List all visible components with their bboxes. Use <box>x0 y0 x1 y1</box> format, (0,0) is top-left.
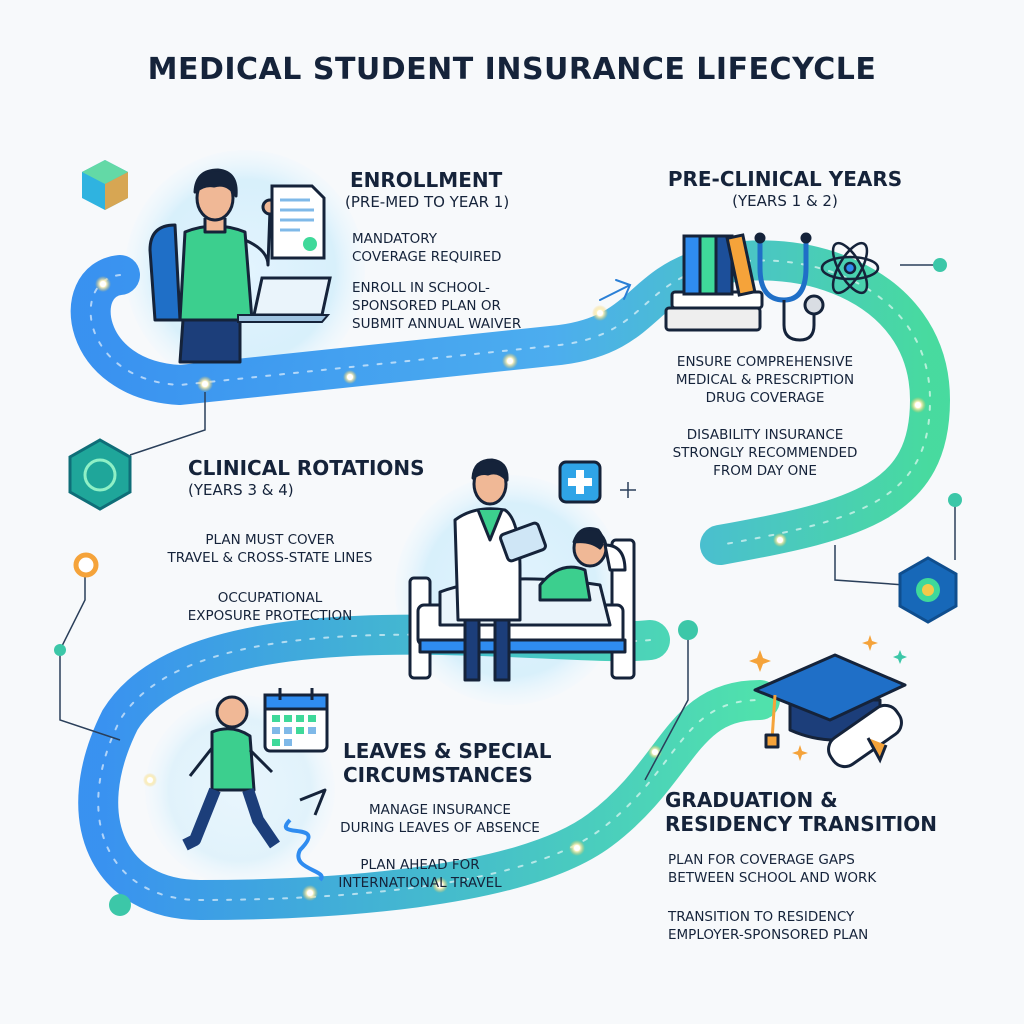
preclinical-point-1c: DRUG COVERAGE <box>705 390 825 406</box>
graduation-heading-line1: GRADUATION & <box>665 788 838 812</box>
doctor-icon <box>453 458 547 682</box>
calendar-icon <box>263 688 329 753</box>
preclinical-subheading: (YEARS 1 & 2) <box>732 192 838 210</box>
enrollment-subheading: (PRE-MED TO YEAR 1) <box>345 193 510 211</box>
atom-icon <box>820 241 880 295</box>
leaves-heading-line1: LEAVES & SPECIAL <box>343 739 552 763</box>
enrollment-point-2a: ENROLL IN SCHOOL- <box>352 280 490 296</box>
leaves-heading-line2: CIRCUMSTANCES <box>343 763 533 787</box>
preclinical-point-2a: DISABILITY INSURANCE <box>686 427 844 443</box>
clinical-subheading: (YEARS 3 & 4) <box>188 481 294 499</box>
clinical-point-2a: OCCUPATIONAL <box>217 590 323 606</box>
leaves-point-1b: DURING LEAVES OF ABSENCE <box>340 820 540 836</box>
page-title: MEDICAL STUDENT INSURANCE LIFECYCLE <box>147 52 877 87</box>
enrollment-point-2b: SPONSORED PLAN OR <box>352 298 501 314</box>
path-dots <box>95 276 926 901</box>
graduation-heading-line2: RESIDENCY TRANSITION <box>665 812 937 836</box>
leaves-point-2a: PLAN AHEAD FOR <box>360 857 480 873</box>
node-teal-2 <box>678 620 698 640</box>
diploma-icon <box>827 703 903 769</box>
laptop-icon <box>237 276 332 323</box>
node-teal-4 <box>948 493 962 507</box>
books-icon <box>664 233 764 332</box>
graduation-point-2b: EMPLOYER-SPONSORED PLAN <box>668 927 869 943</box>
preclinical-point-2b: STRONGLY RECOMMENDED <box>672 445 858 461</box>
connector-lines <box>59 264 956 781</box>
document-icon <box>270 184 326 260</box>
graduation-point-1a: PLAN FOR COVERAGE GAPS <box>668 852 855 868</box>
leaves-point-1a: MANAGE INSURANCE <box>369 802 511 818</box>
preclinical-heading: PRE-CLINICAL YEARS <box>667 167 903 191</box>
graduation-point-2a: TRANSITION TO RESIDENCY <box>668 909 855 925</box>
preclinical-point-2c: FROM DAY ONE <box>713 463 817 479</box>
graduation-point-1b: BETWEEN SCHOOL AND WORK <box>668 870 877 886</box>
node-orange <box>73 552 99 578</box>
hexagon-icon-right <box>898 556 958 624</box>
clinical-heading: CLINICAL ROTATIONS <box>188 456 425 480</box>
medical-cross-icon <box>558 460 602 504</box>
hexagon-icon-left <box>68 438 132 511</box>
stethoscope-icon <box>754 232 825 342</box>
patient-bed-icon <box>408 527 636 680</box>
node-teal-3 <box>933 258 947 272</box>
node-teal-1 <box>54 644 66 656</box>
enrollment-point-1a: MANDATORY <box>352 231 437 247</box>
clinical-point-2b: EXPOSURE PROTECTION <box>187 608 353 624</box>
preclinical-point-1b: MEDICAL & PRESCRIPTION <box>675 372 855 388</box>
preclinical-point-1a: ENSURE COMPREHENSIVE <box>676 354 854 370</box>
node-teal-5 <box>109 894 131 916</box>
clinical-point-1b: TRAVEL & CROSS-STATE LINES <box>167 550 373 566</box>
enrollment-point-1b: COVERAGE REQUIRED <box>352 249 502 265</box>
clinical-point-1a: PLAN MUST COVER <box>205 532 335 548</box>
enrollment-heading: ENROLLMENT <box>350 168 503 192</box>
sparkle-icons <box>749 635 907 761</box>
walking-person-icon <box>182 695 327 882</box>
leaves-point-2b: INTERNATIONAL TRAVEL <box>338 875 502 891</box>
cube-icon <box>82 160 128 210</box>
enrollment-point-2c: SUBMIT ANNUAL WAIVER <box>352 316 522 332</box>
student-icon <box>148 168 279 364</box>
